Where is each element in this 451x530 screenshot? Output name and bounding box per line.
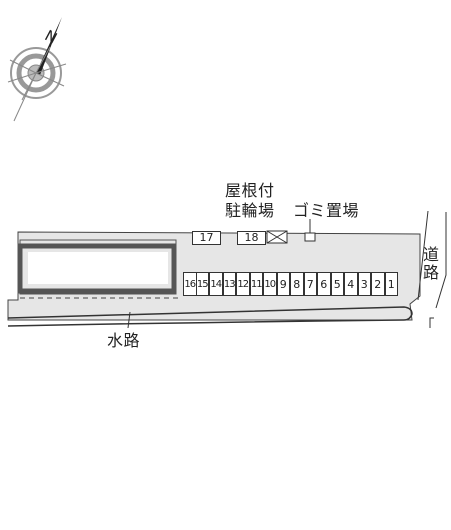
parking-space: 9 — [276, 272, 290, 296]
building — [17, 243, 177, 294]
parking-space: 14 — [209, 272, 223, 296]
garbage-area-symbol — [304, 219, 316, 242]
compass-rose-icon — [7, 17, 67, 122]
waterway-channel — [7, 306, 413, 327]
parking-space: 11 — [249, 272, 263, 296]
road-edge-line-outer — [435, 212, 447, 309]
bicycle-parking-label-line1: 屋根付 — [225, 181, 275, 200]
parking-space: 6 — [317, 272, 331, 296]
road-label: 道路 — [420, 246, 439, 282]
waterway-label: 水路 — [107, 331, 141, 350]
parking-space: 16 — [183, 272, 197, 296]
parking-space: 17 — [192, 231, 221, 245]
parking-space: 7 — [303, 272, 317, 296]
bicycle-parking-symbol — [266, 230, 288, 244]
road-edge-line — [417, 210, 429, 301]
parking-space: 1 — [384, 272, 398, 296]
parking-space: 4 — [344, 272, 358, 296]
garbage-area-label: ゴミ置場 — [293, 201, 360, 220]
parking-space: 8 — [290, 272, 304, 296]
parking-space: 3 — [357, 272, 371, 296]
waterway-leader-line — [127, 311, 131, 329]
parking-space: 2 — [371, 272, 385, 296]
road-corner-mark — [429, 317, 434, 328]
parking-space: 5 — [330, 272, 344, 296]
parking-space: 13 — [222, 272, 236, 296]
parking-space: 18 — [237, 231, 266, 245]
parking-space: 15 — [195, 272, 209, 296]
parking-space: 10 — [263, 272, 277, 296]
parking-space: 12 — [236, 272, 250, 296]
bicycle-parking-label-line2: 駐輪場 — [225, 201, 275, 220]
